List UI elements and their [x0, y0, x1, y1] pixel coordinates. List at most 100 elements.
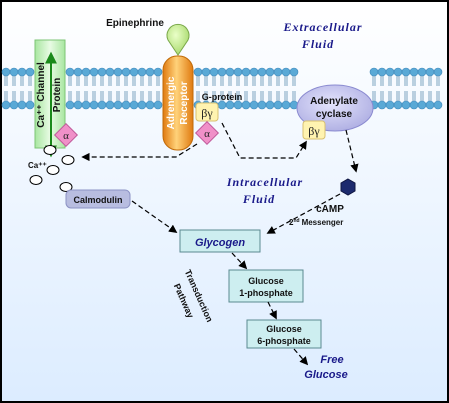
lipid-head [145, 100, 155, 110]
ca-ion-label: Ca⁺⁺ [28, 161, 47, 170]
lipid-head [265, 100, 275, 110]
epinephrine-ligand [166, 23, 190, 56]
glucose1p-label-line2: 1-phosphate [239, 288, 293, 298]
arrow-alpha-to-channel [81, 143, 198, 162]
lipid-head [273, 100, 283, 110]
lipid-head [249, 100, 259, 110]
adrenergic-receptor [162, 55, 194, 151]
lipid-head [137, 67, 147, 77]
lipid-head [113, 67, 123, 77]
ca-ion [61, 155, 75, 165]
alpha-label-receptor: α [204, 128, 210, 140]
lipid-head [113, 100, 123, 110]
lipid-head [233, 100, 243, 110]
lipid-head [17, 67, 27, 77]
lipid-head [425, 100, 435, 110]
lipid-head [209, 67, 219, 77]
lipid-head [257, 67, 267, 77]
free-glucose-label-line2: Glucose [304, 369, 347, 381]
lipid-head [89, 67, 99, 77]
lipid-head [281, 67, 291, 77]
lipid-head [401, 100, 411, 110]
glucose6p-label-line2: 6-phosphate [257, 336, 311, 346]
ca-channel-label-line2: Protein [52, 78, 63, 112]
lipid-head [233, 67, 243, 77]
camp-molecule [340, 178, 356, 196]
lipid-head [9, 67, 19, 77]
lipid-head [289, 67, 299, 77]
epinephrine-label: Epinephrine [106, 18, 164, 29]
adrenergic-label-line2: Receptor [179, 81, 190, 124]
pathway-arrows [81, 122, 359, 366]
extracellular-label-line2: Fluid [301, 37, 334, 51]
arrow-g1p-to-g6p [267, 301, 277, 320]
glucose1p-label-line1: Glucose [248, 276, 284, 286]
lipid-head [225, 67, 235, 77]
lipid-head [81, 67, 91, 77]
lipid-head [377, 67, 387, 77]
lipid-head [241, 100, 251, 110]
glycogen-box [179, 229, 261, 253]
glucose-6-phosphate-box [246, 319, 322, 349]
ca-ion [46, 165, 60, 175]
ca-ion [29, 175, 43, 185]
lipid-head [105, 100, 115, 110]
ca-channel-label-line1: Ca⁺⁺ Channel [36, 62, 47, 128]
calmodulin-box [65, 189, 131, 209]
intracellular-label-line1: Intracellular [226, 175, 303, 189]
lipid-head [385, 67, 395, 77]
glucose6p-label-line1: Glucose [266, 324, 302, 334]
lipid-head [417, 67, 427, 77]
lipid-head [433, 67, 443, 77]
ca-ion [43, 145, 57, 155]
lipid-head [393, 67, 403, 77]
adenylate-label-line1: Adenylate [310, 96, 358, 107]
lipid-head [201, 67, 211, 77]
adenylate-label-line2: cyclase [316, 109, 353, 120]
lipid-head [73, 100, 83, 110]
intracellular-label-line2: Fluid [242, 192, 275, 206]
lipid-head [433, 100, 443, 110]
lipid-head [393, 100, 403, 110]
lipid-head [401, 67, 411, 77]
alpha-subunit-channel [53, 122, 79, 148]
lipid-head [225, 100, 235, 110]
lipid-head [369, 67, 379, 77]
lipid-head [145, 67, 155, 77]
lipid-head [217, 100, 227, 110]
calmodulin-label: Calmodulin [74, 195, 123, 205]
lipid-head [377, 100, 387, 110]
lipid-head [73, 67, 83, 77]
arrow-glycogen-to-g1p [231, 252, 248, 270]
lipid-head [97, 67, 107, 77]
extracellular-label-line1: Extracellular [282, 20, 362, 34]
lipid-head [417, 100, 427, 110]
lipid-head [257, 100, 267, 110]
lipid-head [193, 67, 203, 77]
lipid-head [409, 67, 419, 77]
glucose-1-phosphate-box [228, 269, 304, 303]
beta-gamma-subunit-cyclase [302, 120, 326, 140]
g-protein-label: G-protein [202, 92, 243, 102]
lipid-head [65, 100, 75, 110]
lipid-head [385, 100, 395, 110]
lipid-head [1, 100, 11, 110]
lipid-head [97, 100, 107, 110]
lipid-head [65, 67, 75, 77]
camp-label: cAMP [316, 204, 344, 215]
arrow-calmodulin-to-glycogen [131, 200, 178, 233]
arrow-cyclase-to-camp [345, 129, 359, 173]
lipid-head [25, 100, 35, 110]
lipid-head [89, 100, 99, 110]
lipid-head [137, 100, 147, 110]
lipid-head [217, 67, 227, 77]
arrow-g6p-to-free-glucose [293, 348, 309, 366]
arrow-camp-to-glycogen [266, 193, 341, 234]
ca-ion [59, 182, 73, 192]
lipid-head [241, 67, 251, 77]
lipid-head [81, 100, 91, 110]
lipid-head [425, 67, 435, 77]
